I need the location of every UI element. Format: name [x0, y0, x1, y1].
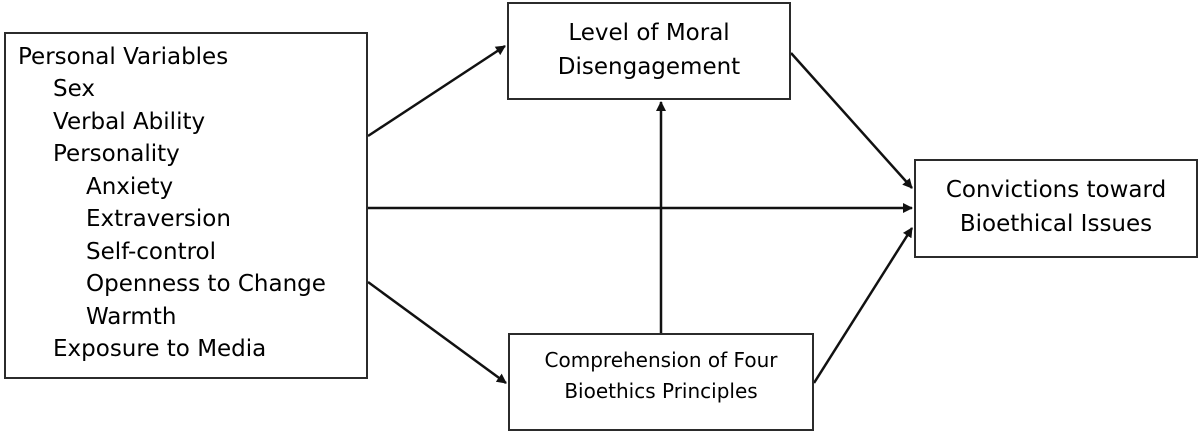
- list-item-verbal-ability: Verbal Ability: [53, 109, 206, 135]
- list-item-sex: Sex: [53, 76, 95, 102]
- personal-variables-box: Personal Variables Sex Verbal Ability Pe…: [4, 32, 368, 379]
- moral-disengagement-box: Level of Moral Disengagement: [507, 2, 791, 100]
- convictions-box: Convictions toward Bioethical Issues: [914, 159, 1198, 258]
- comprehension-box: Comprehension of Four Bioethics Principl…: [508, 333, 814, 431]
- moral-disengagement-label: Level of Moral Disengagement: [509, 16, 789, 84]
- arrow-personal-to-comprehension: [367, 280, 507, 385]
- convictions-line1: Convictions toward: [945, 177, 1167, 203]
- list-item-self-control: Self-control: [86, 239, 217, 265]
- arrow-comprehension-to-convictions: [812, 227, 914, 384]
- comprehension-label: Comprehension of Four Bioethics Principl…: [510, 345, 812, 407]
- personal-variables-title: Personal Variables: [18, 44, 229, 70]
- comprehension-line1: Comprehension of Four: [544, 348, 778, 372]
- list-item-extraversion: Extraversion: [86, 206, 231, 232]
- moral-disengagement-line2: Disengagement: [557, 54, 741, 80]
- convictions-label: Convictions toward Bioethical Issues: [916, 173, 1196, 241]
- arrow-moral-to-convictions: [790, 52, 913, 189]
- list-item-personality: Personality: [53, 141, 180, 167]
- moral-disengagement-line1: Level of Moral: [568, 20, 730, 46]
- list-item-anxiety: Anxiety: [86, 174, 174, 200]
- list-item-openness-to-change: Openness to Change: [86, 271, 326, 297]
- convictions-line2: Bioethical Issues: [959, 211, 1153, 237]
- list-item-warmth: Warmth: [86, 304, 177, 330]
- list-item-exposure-to-media: Exposure to Media: [53, 336, 267, 362]
- comprehension-line2: Bioethics Principles: [564, 379, 758, 403]
- arrow-personal-to-moral: [367, 44, 506, 138]
